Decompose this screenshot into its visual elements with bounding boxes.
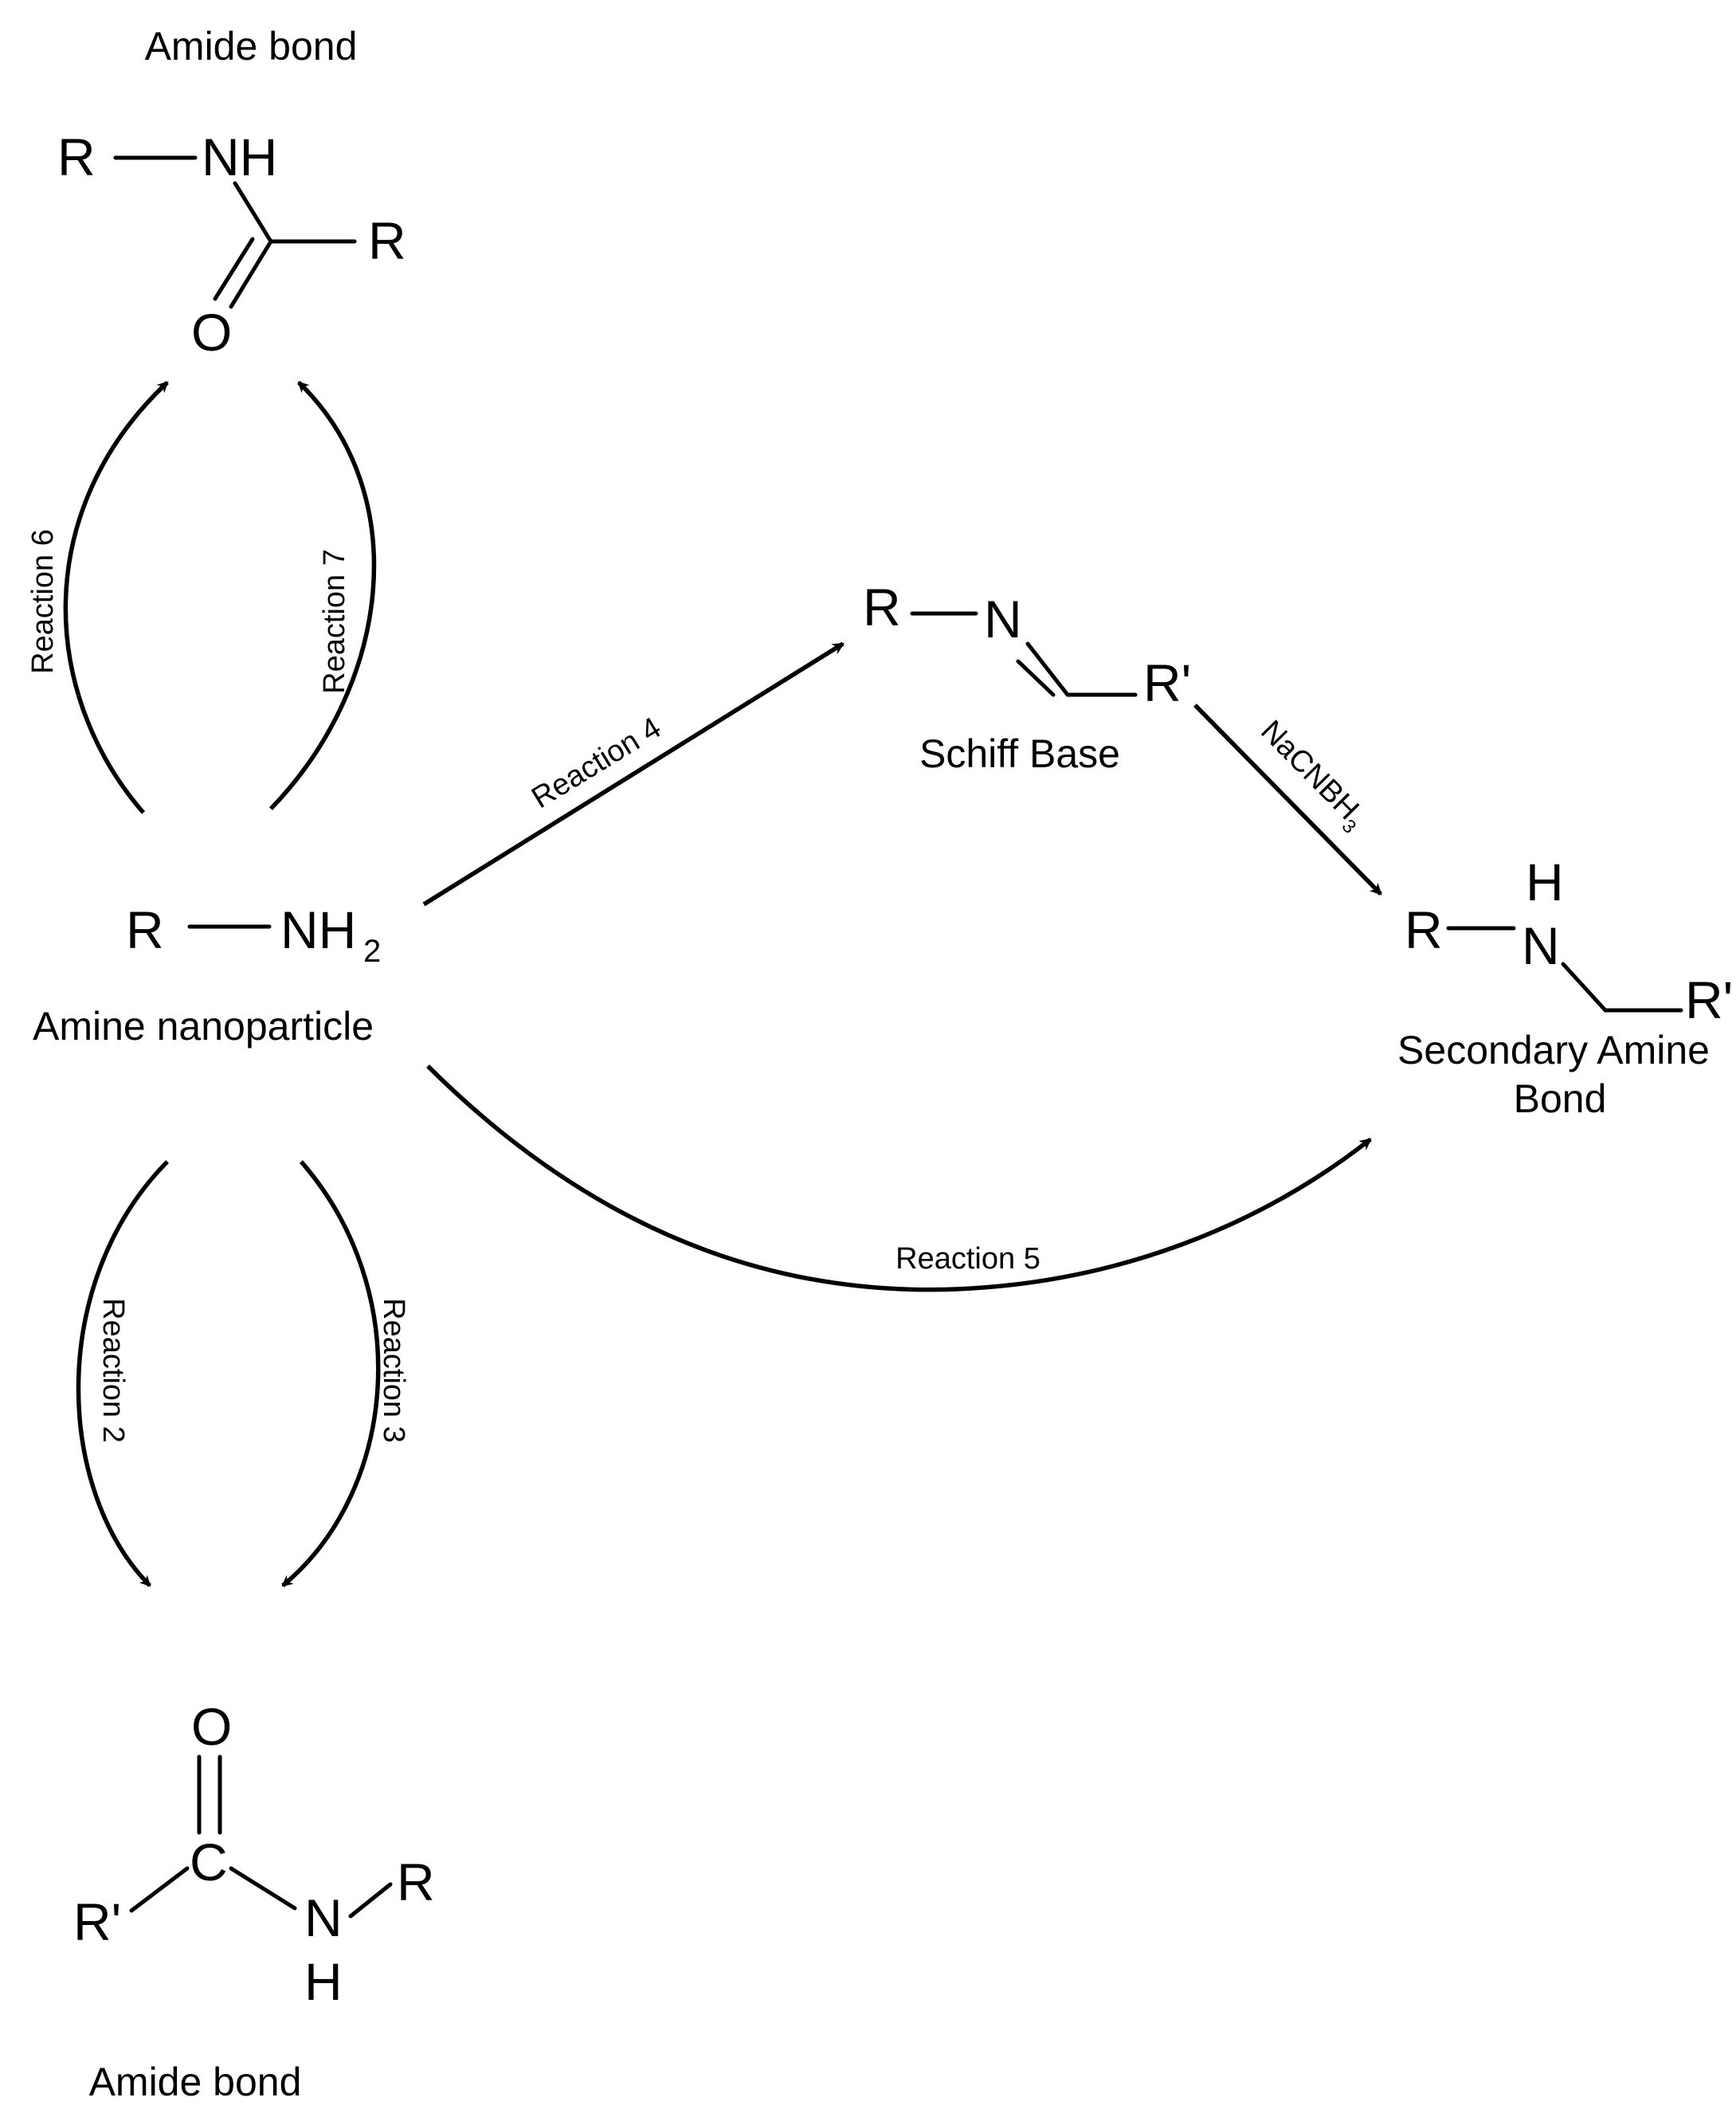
reduction-arrow (1193, 704, 1382, 896)
atom-nh: NH (280, 900, 356, 959)
amide-bond-bottom-label: Amide bond (89, 2060, 302, 2104)
atom-n: N (984, 590, 1022, 649)
reaction-4-arrow (422, 641, 844, 907)
reaction-3-label: Reaction 3 (377, 1298, 410, 1443)
atom-nh: NH (202, 127, 277, 186)
bond-c-o-double-1 (229, 239, 273, 309)
atom-n: N (304, 1888, 343, 1947)
atom-r: R (57, 127, 96, 186)
reagent-label: NaCNBH3 (1250, 714, 1373, 837)
atom-r: R (1405, 900, 1443, 959)
atom-c: C (190, 1833, 228, 1892)
atom-r-prime: R' (1685, 970, 1733, 1029)
bond-n-c-double-1 (1025, 641, 1070, 697)
reaction-2-arrow (76, 1160, 169, 1587)
reaction-7-arrow (269, 381, 377, 810)
reaction-3-arrow (281, 1160, 381, 1588)
atom-o: O (191, 1697, 232, 1756)
secondary-amine-structure: R H N R' (1405, 853, 1733, 1029)
atom-n: N (1522, 916, 1560, 975)
schiff-base-structure: R N R' (863, 578, 1191, 712)
bond-c-o-double-2 (213, 237, 255, 301)
atom-r-prime: R' (73, 1892, 121, 1951)
reagent-name: NaCNBH (1254, 714, 1365, 826)
amide-bottom-structure: O C R' N H R (73, 1697, 435, 2011)
bond-rp-c (129, 1866, 190, 1913)
bond-n-c (233, 181, 273, 244)
reaction-6-label: Reaction 6 (26, 529, 60, 674)
secondary-amine-label-line1: Secondary Amine (1397, 1028, 1710, 1072)
atom-r: R (126, 900, 164, 959)
bond-n-c (1561, 962, 1608, 1013)
amide-top-structure: R NH R O (57, 127, 406, 362)
reaction-7-label: Reaction 7 (318, 549, 351, 694)
reaction-2-label: Reaction 2 (96, 1298, 130, 1443)
atom-h: H (304, 1952, 343, 2011)
atom-h: H (1526, 853, 1564, 911)
bond-c-n (229, 1866, 297, 1911)
bond-n-c-double-2 (1016, 659, 1056, 697)
secondary-amine-label-line2: Bond (1514, 1076, 1607, 1121)
atom-r: R (863, 578, 901, 637)
bond-n-r (348, 1882, 393, 1919)
reaction-5-arrow (426, 1064, 1372, 1292)
atom-r: R (397, 1852, 435, 1911)
amine-structure: R NH 2 (126, 900, 381, 969)
amide-bond-top-label: Amide bond (145, 24, 358, 69)
reaction-5-label: Reaction 5 (895, 1242, 1040, 1276)
atom-r-prime: R' (1143, 653, 1191, 712)
amine-nanoparticle-label: Amine nanoparticle (33, 1004, 374, 1049)
reaction-6-arrow (63, 380, 169, 814)
atom-r: R (368, 211, 406, 270)
atom-o: O (191, 303, 232, 362)
reaction-4-label: Reaction 4 (526, 711, 667, 815)
schiff-base-label: Schiff Base (919, 731, 1120, 776)
atom-subscript-2: 2 (363, 934, 381, 969)
